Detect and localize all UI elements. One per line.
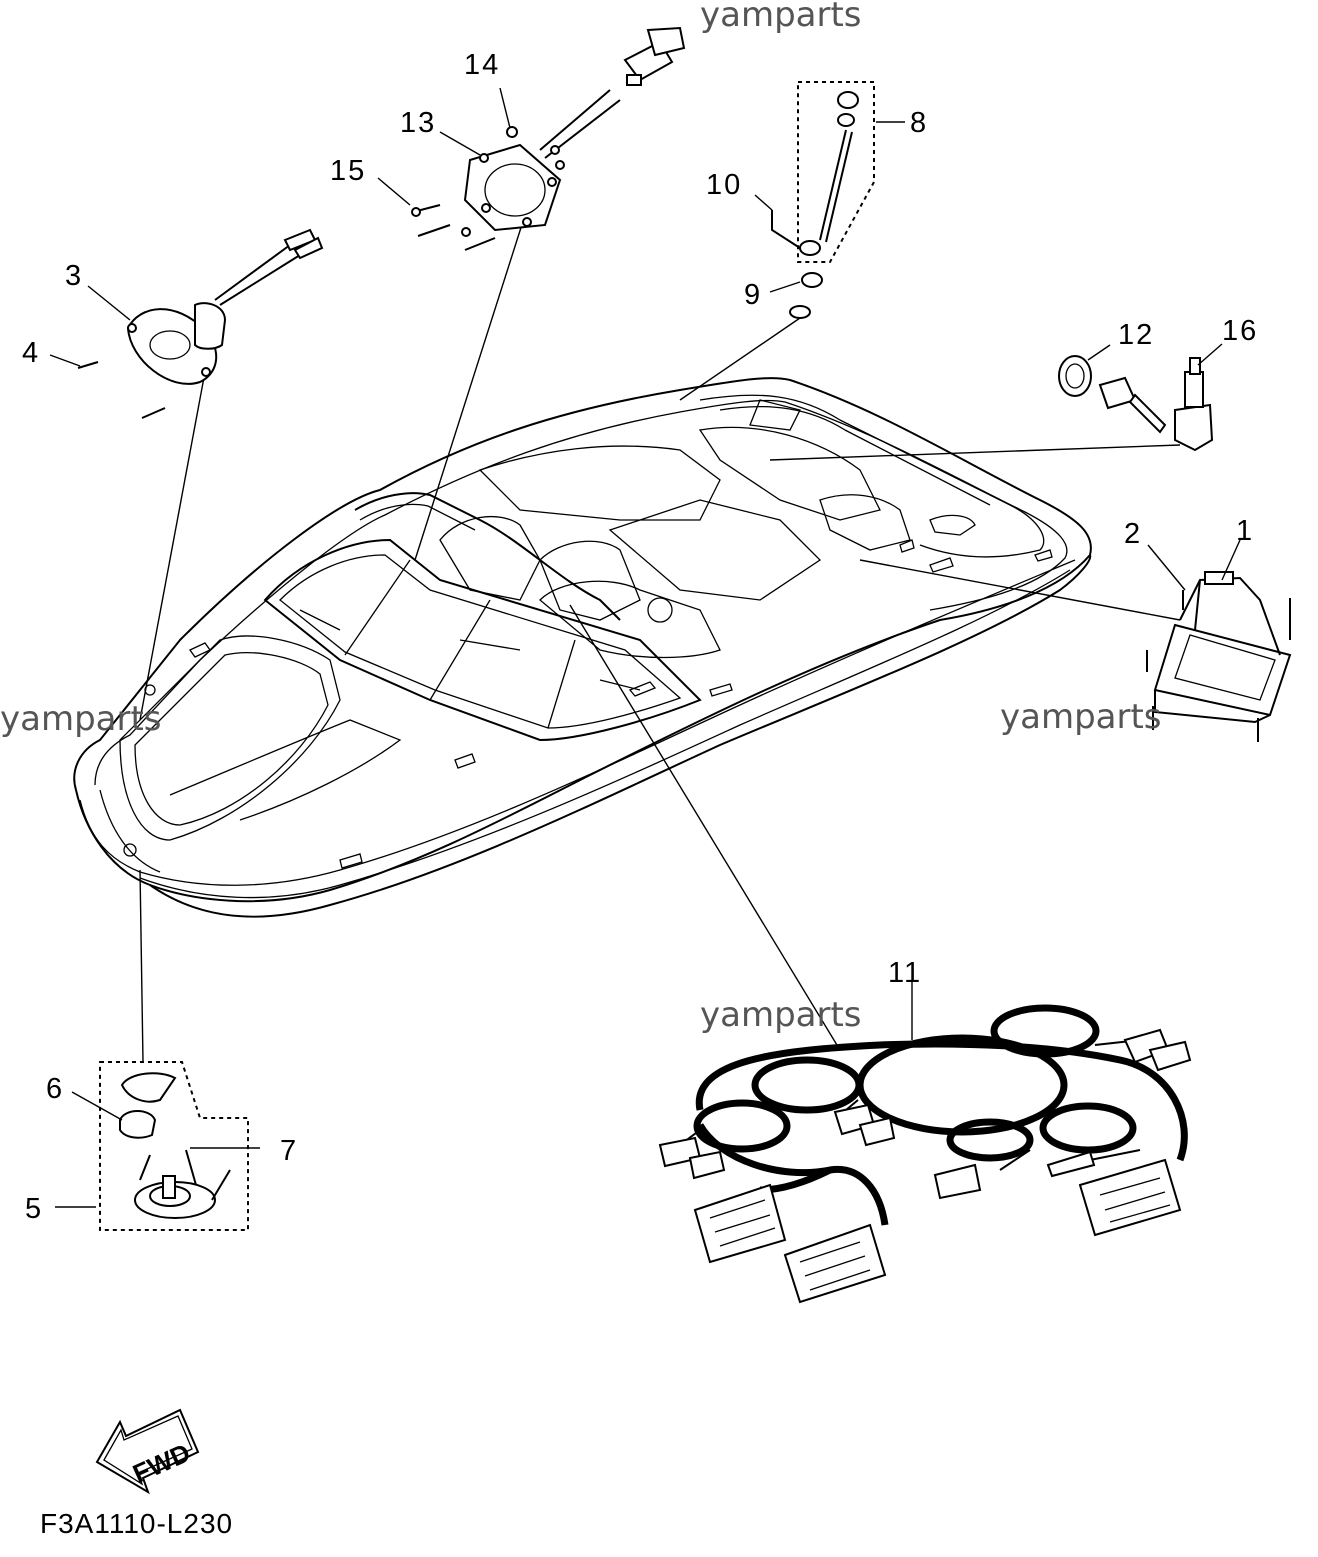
part-1-battery-holder [1146,571,1292,742]
callout-14: 14 [464,49,500,81]
callout-16: 16 [1222,315,1258,347]
callout-6: 6 [46,1073,64,1105]
watermarks: yamparts yamparts yamparts yamparts [0,0,1162,1035]
callout-10: 10 [706,169,742,201]
boat-hull-illustration [73,377,1092,918]
callout-1: 1 [1236,515,1254,547]
callout-leader-lines [49,87,1241,1208]
callout-8: 8 [910,107,928,139]
part-16-temperature-sensor [1058,355,1214,452]
part-11-wire-harness [658,1004,1192,1304]
leader-lines [139,214,1181,1063]
callout-11: 11 [888,957,922,989]
watermark-right: yamparts [1000,697,1162,737]
callout-3: 3 [65,260,83,292]
watermark-middle: yamparts [700,995,862,1035]
callout-2: 2 [1124,518,1142,550]
callout-15: 15 [330,155,366,187]
part-8-breather-assembly [771,81,875,319]
diagram-code: F3A1110-L230 [40,1508,233,1539]
fwd-arrow-icon: FWD [95,1408,200,1495]
part-3-sender-unit [77,228,324,419]
watermark-left: yamparts [0,699,162,739]
callout-4: 4 [22,337,40,369]
callout-7: 7 [280,1135,298,1167]
callout-13: 13 [400,107,436,139]
part-13-flange-plate [411,26,686,251]
callout-numbers: 1 2 3 4 5 6 7 8 9 10 11 12 13 14 15 16 [22,49,1258,1225]
part-5-drain-cap-assembly [99,1061,249,1231]
fwd-label: FWD [128,1437,194,1488]
callout-5: 5 [25,1193,43,1225]
callout-12: 12 [1118,319,1154,351]
callout-9: 9 [744,279,762,311]
watermark-top: yamparts [700,0,862,35]
